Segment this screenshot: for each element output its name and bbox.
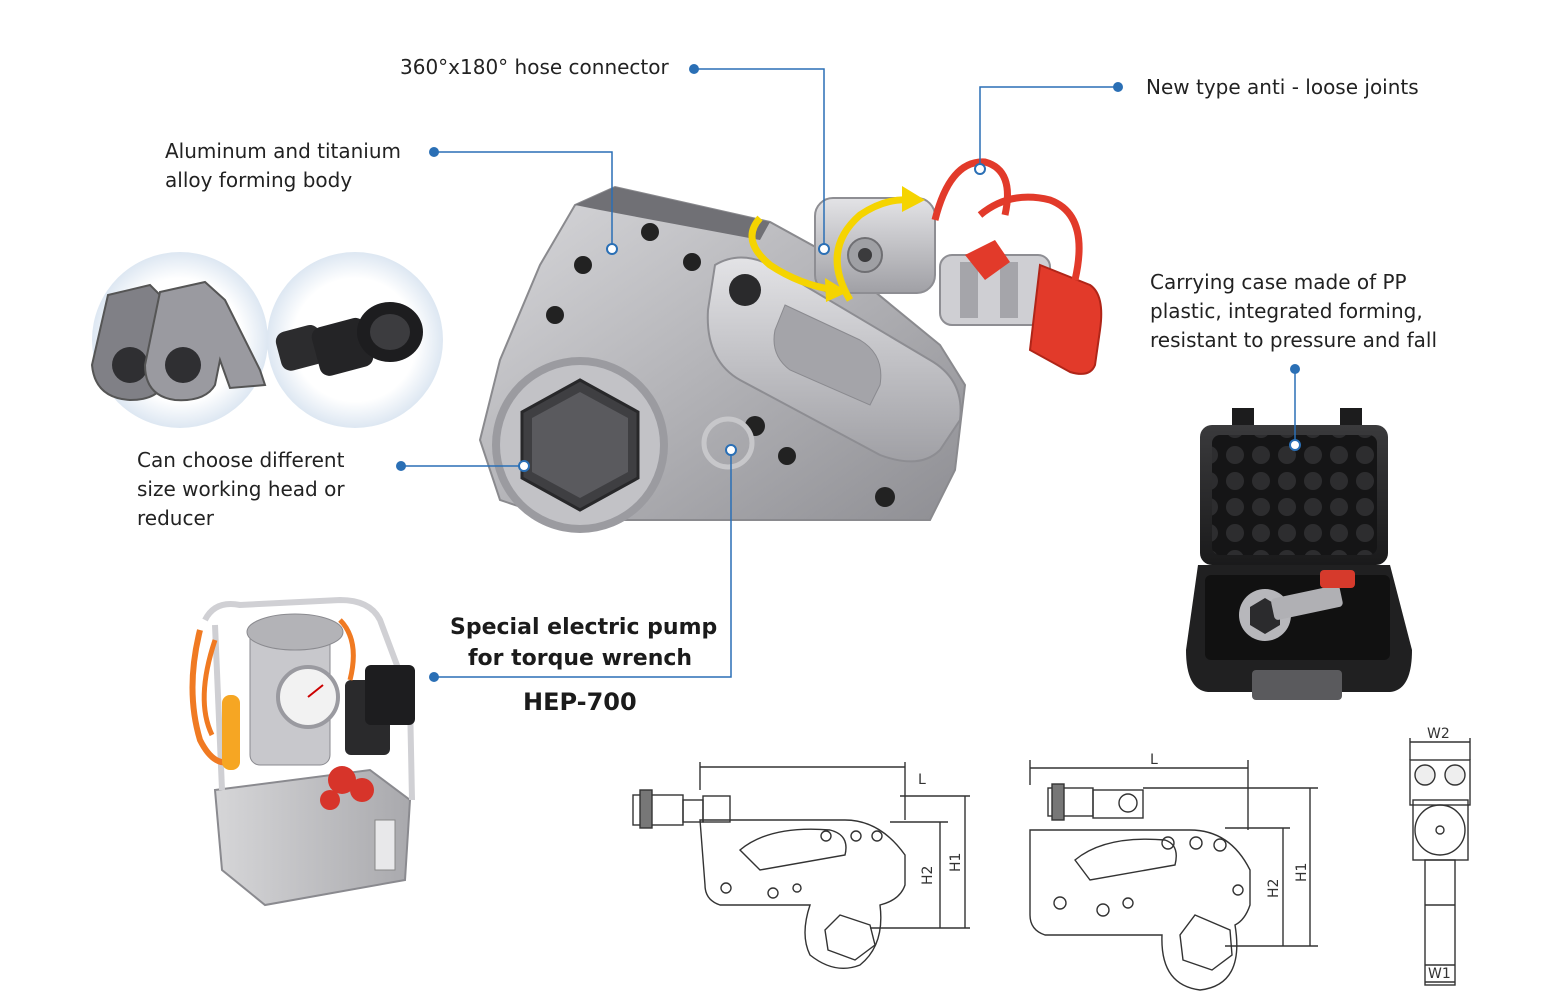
- front-view-drawing: [1409, 738, 1471, 986]
- leader-lines: [401, 68, 1296, 678]
- callout-working-head: Can choose different size working head o…: [137, 446, 345, 533]
- pump-model: HEP-700: [523, 688, 637, 716]
- dim-h1-2: H1: [1294, 863, 1310, 882]
- callout-head-line-2: size working head or: [137, 477, 345, 501]
- pump-title-line-1: Special electric pump: [450, 615, 718, 640]
- callout-carrying-case: Carrying case made of PP plastic, integr…: [1150, 268, 1437, 355]
- callout-case-line-3: resistant to pressure and fall: [1150, 328, 1438, 352]
- electric-pump-image: [189, 596, 415, 907]
- leader-hose-connector: [694, 68, 825, 249]
- leader-dots: [396, 64, 1300, 682]
- leader-body: [434, 151, 613, 249]
- callout-head-line-1: Can choose different: [137, 448, 345, 472]
- dim-h2-1: H2: [920, 866, 936, 885]
- dim-w2: W2: [1427, 726, 1450, 742]
- leader-anti-loose: [979, 86, 1118, 169]
- side-view-drawing-1: [632, 762, 970, 969]
- dim-l-2: L: [1150, 752, 1158, 768]
- dim-h2-2: H2: [1266, 879, 1282, 898]
- callout-head-line-3: reducer: [137, 506, 214, 530]
- callout-body-line-2: alloy forming body: [165, 168, 353, 192]
- carrying-case-image: [1186, 408, 1412, 700]
- callout-anti-loose-joints: New type anti - loose joints: [1146, 75, 1419, 99]
- leader-pump: [434, 450, 732, 678]
- pump-title-line-2: for torque wrench: [467, 646, 693, 671]
- callout-hose-connector: 360°x180° hose connector: [400, 55, 669, 79]
- dim-l-1: L: [918, 772, 926, 788]
- callout-body-line-1: Aluminum and titanium: [165, 139, 402, 163]
- side-view-drawing-2: [1029, 760, 1318, 991]
- pump-title: Special electric pump for torque wrench: [450, 612, 718, 674]
- callout-body-material: Aluminum and titanium alloy forming body: [165, 137, 401, 195]
- callout-case-line-2: plastic, integrated forming,: [1150, 299, 1423, 323]
- torque-wrench-image: [478, 158, 1103, 533]
- callout-case-line-1: Carrying case made of PP: [1150, 270, 1407, 294]
- dim-w1: W1: [1428, 966, 1451, 982]
- dim-h1-1: H1: [948, 853, 964, 872]
- leader-end-rings: [518, 163, 1301, 472]
- working-head-options-image: [90, 252, 443, 428]
